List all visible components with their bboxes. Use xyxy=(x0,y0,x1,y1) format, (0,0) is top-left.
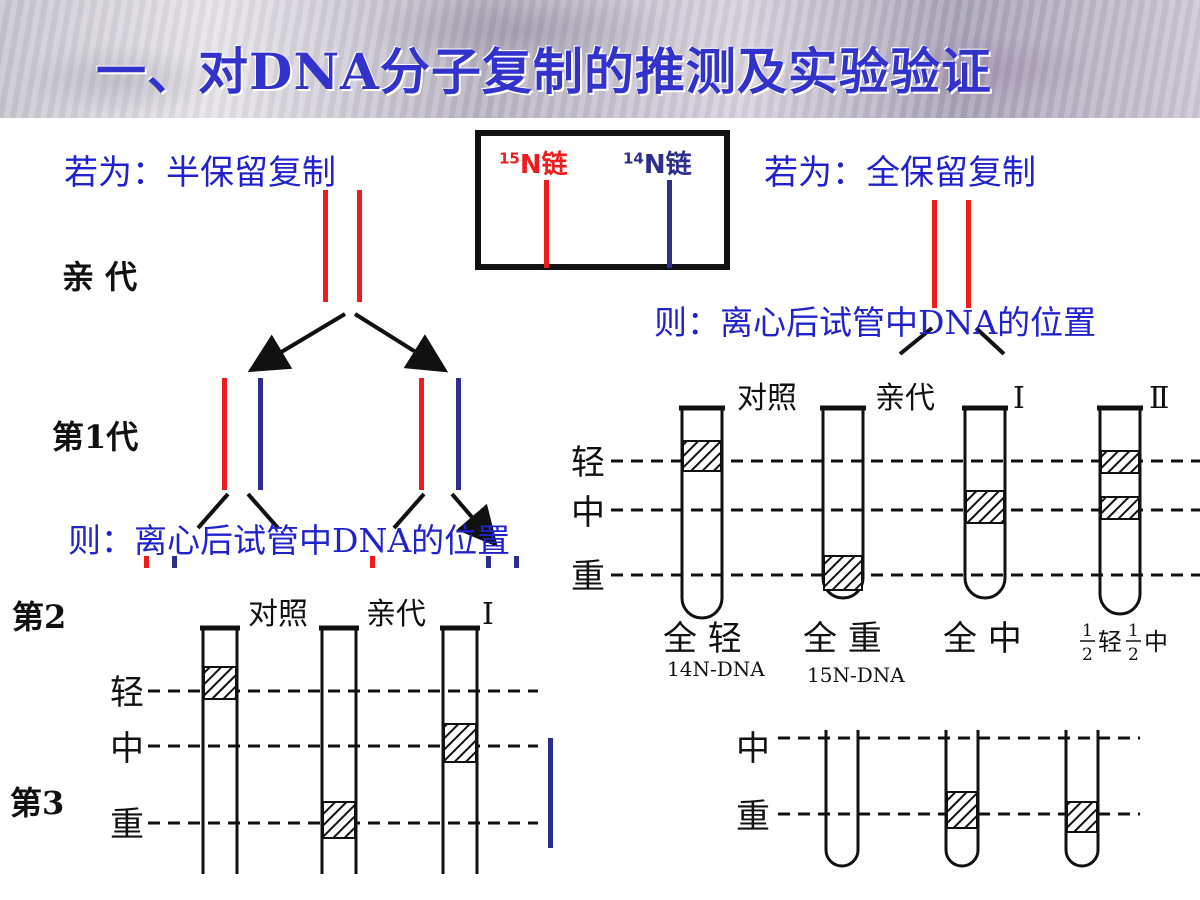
right-col-control: 对照 xyxy=(737,381,797,416)
gen3-strand-fragment xyxy=(548,738,553,848)
half-light-text: 轻 xyxy=(1098,628,1122,656)
conservative-label: 若为：全保留复制 xyxy=(764,153,1036,193)
left-pos-light: 轻 xyxy=(110,673,144,713)
generation-3-label: 第3 xyxy=(10,784,65,822)
left-tube-control xyxy=(201,628,239,874)
right-col-I: Ⅰ xyxy=(1013,381,1025,416)
right-tubes-figure: 对照 亲代 Ⅰ Ⅱ 轻 中 重 全 轻 全 重 全 中 14N-DNA 15N-… xyxy=(571,381,1200,687)
gen2-strand-fragment xyxy=(486,556,491,570)
replication-arrows-gen1 xyxy=(247,312,449,373)
small-band-heavy-3 xyxy=(1066,801,1098,833)
conservative-parent-strand-left xyxy=(932,200,937,308)
conservative-parent-strand-right xyxy=(966,200,971,308)
right-band-II-middle xyxy=(1100,496,1140,520)
small-pos-middle: 中 xyxy=(736,730,770,769)
left-col-control: 对照 xyxy=(248,597,308,632)
right-tube-control xyxy=(680,408,724,620)
small-tube-1 xyxy=(824,730,860,868)
arrow-gen2-b xyxy=(246,492,280,530)
legend-14n-superscript: 14 xyxy=(623,149,644,168)
right-centrifuge-panel: 对照 亲代 Ⅰ Ⅱ 轻 中 重 全 轻 全 重 全 中 14N-DNA 15N-… xyxy=(565,358,1200,694)
gen1-left-blue-strand xyxy=(258,378,263,490)
small-tubes-figure: 中 重 xyxy=(736,730,1140,868)
left-col-I: Ⅰ xyxy=(482,597,494,632)
small-tube-3 xyxy=(1064,730,1100,868)
semi-conservative-label: 若为：半保留复制 xyxy=(64,153,336,193)
arrow-to-right-daughter xyxy=(353,312,449,373)
right-caption-all-middle: 全 中 xyxy=(943,619,1022,659)
small-tube-2 xyxy=(944,730,980,868)
right-pos-heavy: 重 xyxy=(571,557,605,597)
legend-14n-text: N链 xyxy=(643,150,692,180)
conservative-result-label: 则：离心后试管中DNA的位置 xyxy=(654,303,1097,342)
strand-legend: 15N链 14N链 xyxy=(475,130,730,270)
fraction-num-2: 1 xyxy=(1128,621,1139,641)
conservative-arrows xyxy=(898,326,1006,356)
generation-2-label: 第2 xyxy=(12,598,67,636)
fraction-num-1: 1 xyxy=(1082,621,1093,641)
generation-parent-label: 亲 代 xyxy=(62,258,138,296)
arrow-gen2-c xyxy=(392,492,426,530)
legend-15n-label: 15N链 xyxy=(499,144,568,181)
right-band-control-light xyxy=(682,440,722,472)
banner-background-texture xyxy=(0,0,1200,118)
legend-15n-text: N链 xyxy=(519,150,568,180)
right-col-II: Ⅱ xyxy=(1149,381,1169,416)
parent-strand-right xyxy=(357,190,362,302)
right-band-parent-heavy xyxy=(823,555,863,591)
left-col-parent: 亲代 xyxy=(366,597,426,632)
legend-15n-superscript: 15 xyxy=(499,149,520,168)
arrow-gen2-a xyxy=(196,492,230,530)
right-band-II-light xyxy=(1100,450,1140,474)
right-pos-light: 轻 xyxy=(571,443,605,483)
left-band-control-light xyxy=(203,666,237,700)
fraction-den-1: 2 xyxy=(1082,645,1093,665)
right-sub-14n-dna: 14N-DNA xyxy=(667,657,765,681)
fraction-den-2: 2 xyxy=(1128,645,1139,665)
right-tube-II xyxy=(1098,408,1142,616)
replication-arrows-gen2 xyxy=(196,492,498,548)
arrow-to-left-daughter xyxy=(247,312,347,373)
left-pos-middle: 中 xyxy=(110,729,144,769)
gen2-strand-fragment xyxy=(144,556,149,570)
page-title: 一、对DNA分子复制的推测及实验验证 xyxy=(96,42,992,101)
generation-1-label: 第1代 xyxy=(52,418,139,456)
right-tube-I xyxy=(963,408,1007,600)
left-pos-heavy: 重 xyxy=(110,805,144,845)
right-band-I-middle xyxy=(965,490,1005,524)
conservative-arrow-right xyxy=(974,326,1006,356)
legend-15n-strand xyxy=(544,180,549,268)
semi-conservative-result-label: 则：离心后试管中DNA的位置 xyxy=(68,521,511,560)
half-middle-text: 中 xyxy=(1144,628,1168,656)
left-band-parent-heavy xyxy=(322,801,356,839)
right-sub-15n-dna: 15N-DNA xyxy=(807,663,905,687)
legend-14n-label: 14N链 xyxy=(623,144,692,181)
left-band-I-middle xyxy=(443,723,477,763)
left-centrifuge-panel: 对照 亲代 Ⅰ 轻 中 重 xyxy=(70,568,538,874)
small-centrifuge-panel: 中 重 xyxy=(722,730,1140,870)
legend-14n-strand xyxy=(667,180,672,268)
right-pos-middle: 中 xyxy=(571,493,605,533)
right-caption-all-heavy: 全 重 xyxy=(803,619,882,659)
small-band-heavy-2 xyxy=(946,791,978,829)
gen1-right-blue-strand xyxy=(456,378,461,490)
right-col-parent: 亲代 xyxy=(875,381,935,416)
gen2-strand-fragment xyxy=(514,556,519,570)
gen2-strand-fragment xyxy=(172,556,177,570)
gen1-right-red-strand xyxy=(419,378,424,490)
right-caption-half-light-half-middle: 1 2 轻 1 2 中 xyxy=(1080,621,1168,665)
title-banner: 一、对DNA分子复制的推测及实验验证 xyxy=(0,0,1200,118)
gen2-strand-fragment xyxy=(370,556,375,570)
small-pos-heavy: 重 xyxy=(736,797,770,837)
conservative-arrow-left xyxy=(898,326,934,356)
gen1-left-red-strand xyxy=(222,378,227,490)
arrow-gen2-d xyxy=(450,492,498,548)
right-caption-all-light: 全 轻 xyxy=(663,619,742,659)
left-tubes-figure: 对照 亲代 Ⅰ 轻 中 重 xyxy=(110,597,538,874)
parent-strand-left xyxy=(323,190,328,302)
